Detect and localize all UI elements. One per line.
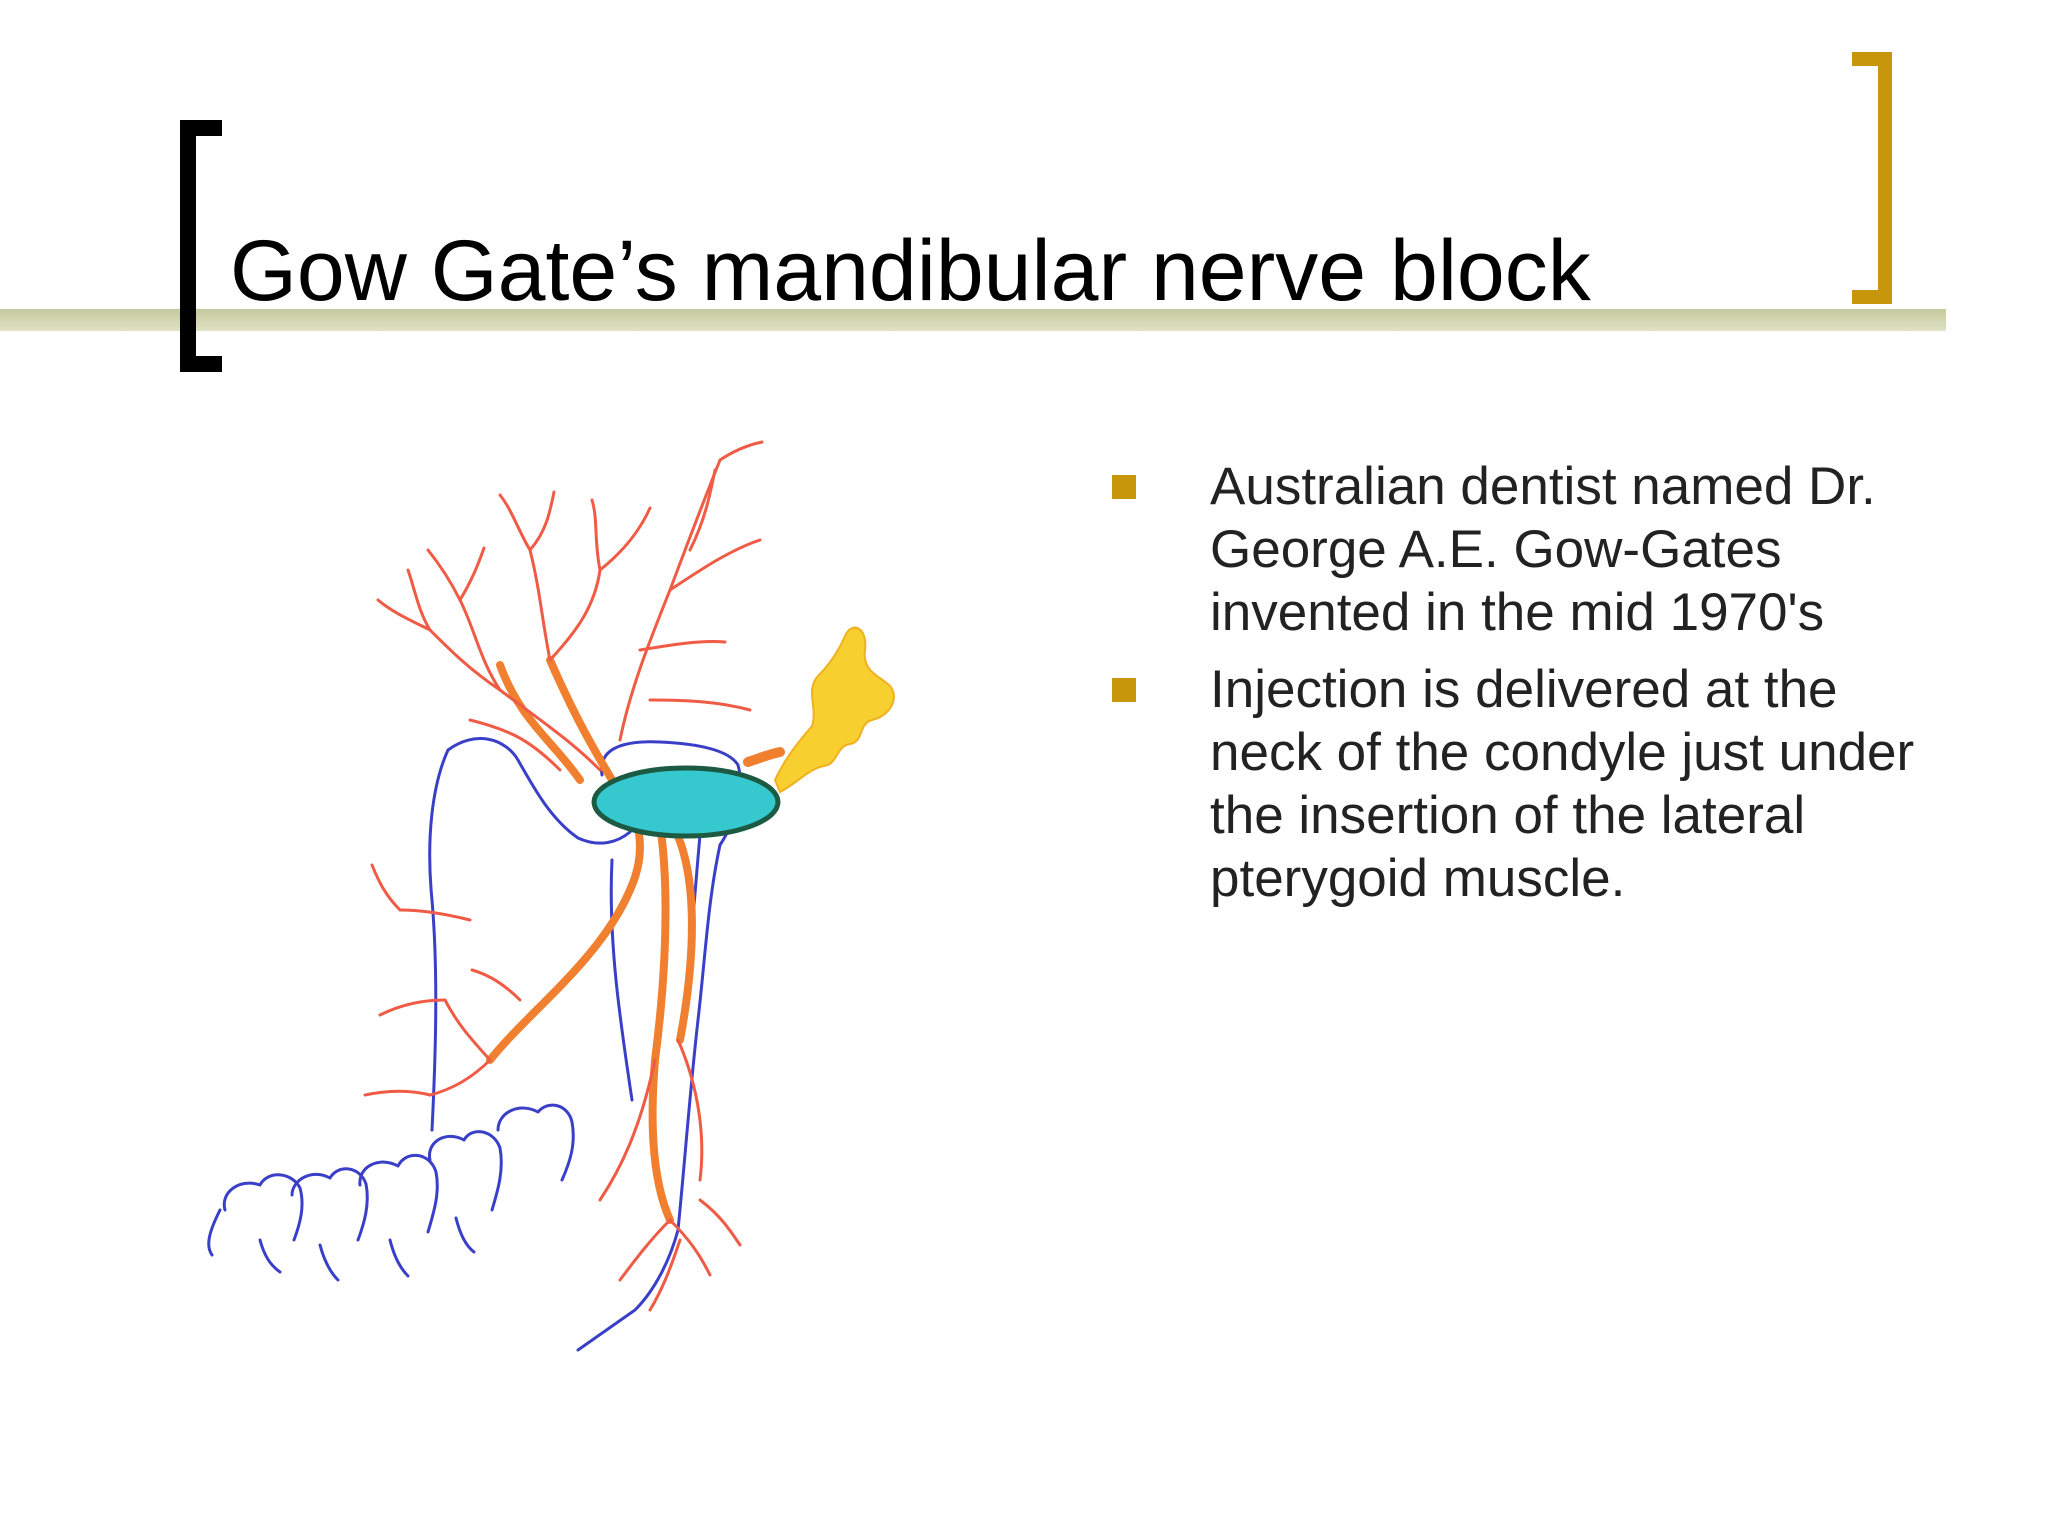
bullet-item: Australian dentist named Dr. George A.E.… — [1100, 455, 1920, 644]
inferior-alveolar-nerve — [486, 656, 696, 1224]
bullet-text: Injection is delivered at the neck of th… — [1210, 660, 1915, 908]
bullet-text: Australian dentist named Dr. George A.E.… — [1210, 457, 1876, 642]
square-bullet-icon — [1112, 678, 1136, 702]
slide-title: Gow Gate’s mandibular nerve block — [230, 223, 1591, 319]
injection-site-marker — [591, 765, 781, 839]
title-rule — [0, 309, 1946, 331]
left-bracket-decoration — [180, 120, 222, 372]
right-bracket-decoration — [1852, 52, 1892, 304]
parotid-gland — [773, 626, 895, 794]
nerve-branches — [363, 440, 764, 1312]
gland-duct — [743, 747, 785, 767]
mandibular-nerve-diagram — [207, 440, 895, 1352]
bullet-item: Injection is delivered at the neck of th… — [1100, 658, 1920, 910]
bullet-list: Australian dentist named Dr. George A.E.… — [1100, 455, 1920, 924]
square-bullet-icon — [1112, 475, 1136, 499]
